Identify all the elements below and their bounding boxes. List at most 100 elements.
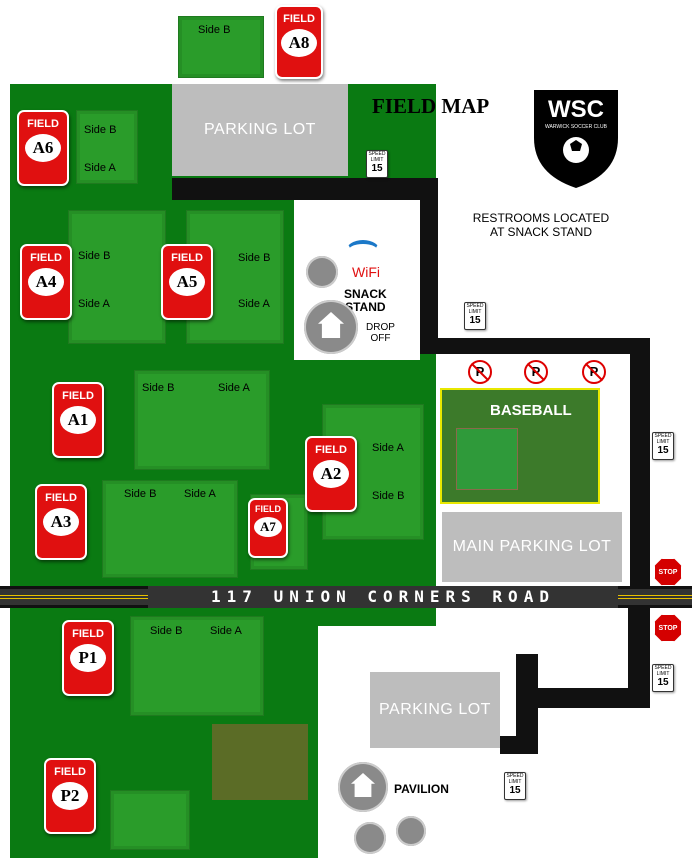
pitch-a1[interactable] (134, 370, 270, 470)
baseball-label: BASEBALL (490, 402, 572, 419)
field-badge-code: A1 (60, 406, 96, 434)
logo-subtext: WARWICK SOCCER CLUB (545, 124, 607, 130)
speed-limit-value: 15 (469, 315, 481, 326)
field-badge-code: P2 (52, 782, 88, 810)
drop-line-1: DROP (366, 322, 395, 333)
south-drive-horizontal (516, 688, 650, 708)
field-badge-label: FIELD (30, 252, 62, 264)
field-badge-code: A4 (28, 268, 64, 296)
driveway-right (630, 338, 650, 588)
wifi-label: WiFi (352, 264, 380, 280)
south-drive-vertical (628, 608, 650, 708)
field-badge-code: A6 (25, 134, 61, 162)
field-badge-label: FIELD (171, 252, 203, 264)
shield-icon (534, 90, 618, 188)
pitch-a3-side-a: Side A (184, 488, 216, 500)
pitch-a2-side-b: Side B (372, 490, 405, 502)
speed-limit-label: SPEED LIMIT (654, 433, 672, 445)
speed-limit-label: SPEED LIMIT (506, 773, 524, 785)
field-badge-label: FIELD (283, 13, 315, 25)
field-badge-label: FIELD (45, 492, 77, 504)
pitch-a8-side-b: Side B (198, 24, 231, 36)
parking-lot-bottom[interactable]: PARKING LOT (370, 672, 500, 748)
no-parking-letter: P (531, 364, 541, 379)
field-badge-code: A8 (281, 29, 317, 57)
field-badge-label: FIELD (27, 118, 59, 130)
driveway-top (172, 178, 436, 200)
no-parking-letter: P (589, 364, 599, 379)
south-drive-left (516, 654, 538, 754)
field-badge-a8[interactable]: FIELD A8 (275, 5, 323, 79)
pitch-p1-side-a: Side A (210, 625, 242, 637)
field-badge-a5[interactable]: FIELD A5 (161, 244, 213, 320)
stop-label: STOP (658, 568, 678, 576)
restroom-note: RESTROOMS LOCATED AT SNACK STAND (448, 211, 634, 239)
pitch-a4[interactable] (68, 210, 166, 344)
speed-limit-value: 15 (509, 785, 521, 796)
field-badge-a4[interactable]: FIELD A4 (20, 244, 72, 320)
pitch-a3-side-b: Side B (124, 488, 157, 500)
page-title: FIELD MAP (372, 94, 490, 118)
field-badge-p2[interactable]: FIELD P2 (44, 758, 96, 834)
pavilion-label: PAVILION (394, 782, 449, 796)
baseball-diamond-south[interactable] (212, 724, 308, 800)
speed-limit-label: SPEED LIMIT (466, 303, 484, 315)
house-icon-small (354, 822, 386, 854)
logo-text: WSC (548, 96, 604, 123)
drop-off-label: DROP OFF (366, 322, 395, 344)
pitch-a1-side-b: Side B (142, 382, 175, 394)
field-badge-a3[interactable]: FIELD A3 (35, 484, 87, 560)
speed-limit-label: SPEED LIMIT (368, 151, 386, 163)
pitch-a1-side-a: Side A (218, 382, 250, 394)
field-badge-p1[interactable]: FIELD P1 (62, 620, 114, 696)
field-badge-code: A3 (43, 508, 79, 536)
speed-limit-label: SPEED LIMIT (654, 665, 672, 677)
wsc-logo: WSC WARWICK SOCCER CLUB (532, 88, 620, 190)
pitch-p1[interactable] (130, 616, 264, 716)
wifi-icon (346, 240, 380, 262)
snack-line-2: STAND (345, 300, 386, 314)
pitch-a5[interactable] (186, 210, 284, 344)
pitch-a8[interactable] (178, 16, 264, 78)
field-badge-label: FIELD (72, 628, 104, 640)
pitch-a6[interactable] (76, 110, 138, 184)
no-parking-icon: P (524, 360, 548, 384)
snack-line-1: SNACK (344, 287, 387, 301)
pitch-p1-side-b: Side B (150, 625, 183, 637)
field-badge-label: FIELD (255, 504, 281, 514)
restroom-note-line-2: AT SNACK STAND (489, 225, 593, 239)
field-badge-code: A7 (254, 517, 282, 537)
speed-limit-value: 15 (371, 163, 383, 174)
field-badge-a2[interactable]: FIELD A2 (305, 436, 357, 512)
parking-lot-top[interactable]: PARKING LOT (172, 84, 348, 176)
pitch-a5-side-b: Side B (238, 252, 271, 264)
stop-sign-south: STOP (654, 614, 682, 642)
snack-stand-label: SNACK STAND (344, 288, 387, 314)
restroom-note-line-1: RESTROOMS LOCATED (472, 211, 610, 225)
speed-limit-value: 15 (657, 677, 669, 688)
restroom-icon (306, 256, 338, 288)
field-badge-label: FIELD (62, 390, 94, 402)
pitch-p2[interactable] (110, 790, 190, 850)
main-parking-lot[interactable]: MAIN PARKING LOT (442, 512, 622, 582)
field-badge-a7[interactable]: FIELD A7 (248, 498, 288, 558)
south-drive-bottom (500, 736, 538, 754)
field-badge-code: P1 (70, 644, 106, 672)
baseball-field[interactable]: BASEBALL (440, 388, 600, 504)
restroom-icon-south (396, 816, 426, 846)
field-badge-a1[interactable]: FIELD A1 (52, 382, 104, 458)
field-badge-code: A2 (313, 460, 349, 488)
pitch-a4-side-a: Side A (78, 298, 110, 310)
speed-limit-value: 15 (657, 445, 669, 456)
stop-label: STOP (658, 624, 678, 632)
field-badge-a6[interactable]: FIELD A6 (17, 110, 69, 186)
stop-sign-north: STOP (654, 558, 682, 586)
no-parking-icon: P (468, 360, 492, 384)
pitch-a6-side-b: Side B (84, 124, 117, 136)
pitch-a3[interactable] (102, 480, 238, 578)
pitch-a5-side-a: Side A (238, 298, 270, 310)
